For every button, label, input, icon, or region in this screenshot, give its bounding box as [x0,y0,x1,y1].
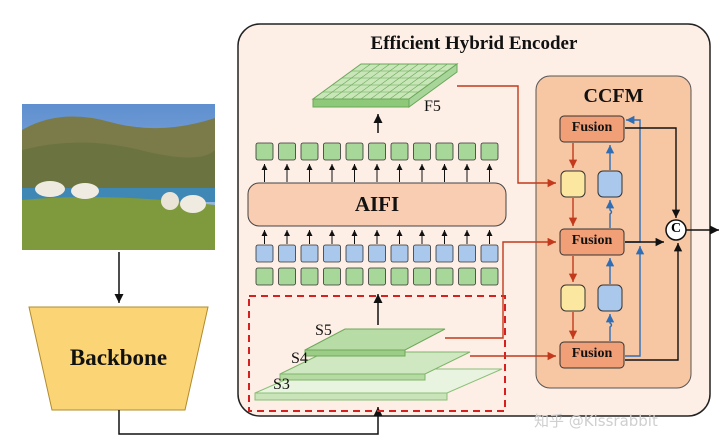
token-green-input [323,267,341,286]
token-blue-position [480,244,499,263]
conv-yellow-top [560,170,586,198]
token-blue-position [390,244,409,263]
aifi-label: AIFI [354,192,400,216]
s4-label: S4 [291,350,308,367]
conv-yellow-bot [560,284,586,312]
token-blue-position [368,244,386,263]
ccfm-title: CCFM [583,85,644,107]
token-green-input [435,267,454,286]
token-blue-position [345,244,364,263]
conv-blue-bot [597,284,623,312]
token-green-output [458,142,476,161]
token-blue-position [255,244,274,263]
fusion-top-block [559,115,625,143]
token-green-input [390,267,409,286]
token-green-output [435,142,454,161]
token-green-output [368,142,386,161]
backbone-label: Backbone [69,345,168,370]
token-green-output [413,142,431,161]
fusion-mid-block [559,228,625,256]
token-blue-position [323,244,341,263]
token-blue-position [300,244,319,263]
token-green-input [413,267,431,286]
token-green-input [480,267,499,286]
token-green-input [345,267,364,286]
encoder-title: Efficient Hybrid Encoder [370,33,578,54]
token-green-output [323,142,341,161]
token-blue-position [435,244,454,263]
fusion-mid-label: Fusion [571,233,613,248]
multiscale-features-box [248,295,506,412]
fusion-top-label: Fusion [571,120,613,135]
token-green-input [255,267,274,286]
aifi-block [247,182,507,227]
conv-blue-top [597,170,623,198]
token-green-output [390,142,409,161]
f5-feature-grid [311,63,459,108]
s5-label: S5 [315,322,332,339]
feature-slab-s5 [304,328,446,357]
f5-label: F5 [424,98,441,115]
fusion-bot-block [559,341,625,369]
token-blue-position [458,244,476,263]
token-green-input [300,267,319,286]
token-green-output [480,142,499,161]
token-green-input [368,267,386,286]
token-green-input [458,267,476,286]
token-green-output [300,142,319,161]
token-green-output [278,142,296,161]
token-blue-position [278,244,296,263]
watermark: 知乎 @Kissrabbit [534,412,658,430]
s3-label: S3 [273,376,290,393]
token-green-output [255,142,274,161]
token-green-input [278,267,296,286]
sheep-photo [22,104,215,250]
backbone-block [28,306,209,411]
fusion-bot-label: Fusion [571,346,613,361]
concat-symbol: C [670,221,682,236]
token-blue-position [413,244,431,263]
feature-slab-s4 [279,351,471,381]
token-green-output [345,142,364,161]
